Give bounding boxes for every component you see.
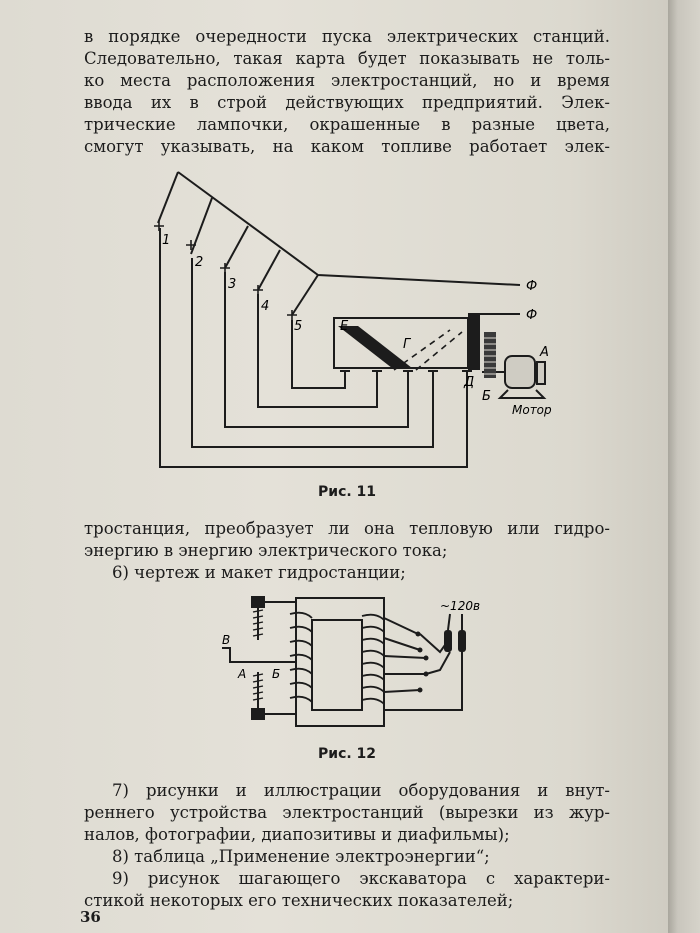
figure-12-caption: Рис. 12	[318, 746, 377, 762]
figure-11-caption: Рис. 11	[318, 484, 377, 500]
text-line: трические лампочки, окрашенные в разные …	[84, 115, 610, 134]
figure-12-diagram: В А Б ~120в	[222, 596, 480, 727]
text-line: ввода их в строй действующих предприятий…	[84, 93, 610, 112]
text-line: 6) чертеж и макет гидростанции;	[112, 563, 406, 582]
page-edge	[668, 0, 700, 933]
fig11-label-f-top: Ф	[526, 279, 537, 294]
fig11-label-4: 4	[261, 299, 269, 314]
book-page: в порядке очередности пуска электрически…	[0, 0, 668, 933]
fig11-label-g: Г	[403, 337, 412, 352]
fig11-label-5: 5	[294, 319, 302, 334]
text-line: Следовательно, такая карта будет показыв…	[84, 49, 610, 68]
fig12-label-voltage: ~120в	[440, 599, 480, 613]
fig12-label-b: Б	[272, 667, 280, 681]
page-number: 36	[80, 908, 101, 926]
fig11-label-e: Е	[340, 319, 349, 334]
fig11-label-2: 2	[195, 255, 203, 270]
text-line: 8) таблица „Применение электроэнергии“;	[112, 847, 490, 866]
text-line: ко места расположения электростанций, но…	[84, 71, 610, 90]
fig11-label-b: Б	[482, 389, 491, 404]
fig11-label-motor: Мотор	[512, 403, 552, 417]
text-line: энергию в энергию электрического тока;	[84, 541, 448, 560]
fig12-label-a: А	[237, 667, 246, 681]
text-line: смогут указывать, на каком топливе работ…	[84, 137, 610, 156]
text-line: стикой некоторых его технических показат…	[84, 891, 514, 910]
text-line: реннего устройства электростанций (вырез…	[84, 803, 610, 822]
text-line: налов, фотографии, диапозитивы и диафиль…	[84, 825, 510, 844]
figure-11-diagram: 1 2 3 4 5 Ф Ф Е Г Д Б А Мотор	[154, 171, 552, 468]
text-line: 7) рисунки и иллюстрации оборудования и …	[112, 781, 610, 800]
fig11-label-f-bottom: Ф	[526, 308, 537, 323]
text-line: тростанция, преобразует ли она тепловую …	[84, 519, 610, 538]
fig12-label-v: В	[222, 633, 230, 647]
text-line: в порядке очередности пуска электрически…	[84, 27, 610, 46]
fig11-label-3: 3	[228, 277, 236, 292]
text-line: 9) рисунок шагающего экскаватора с харак…	[112, 869, 610, 888]
fig11-label-a: А	[539, 345, 549, 360]
fig11-label-d: Д	[463, 375, 474, 390]
fig11-label-1: 1	[162, 233, 170, 248]
